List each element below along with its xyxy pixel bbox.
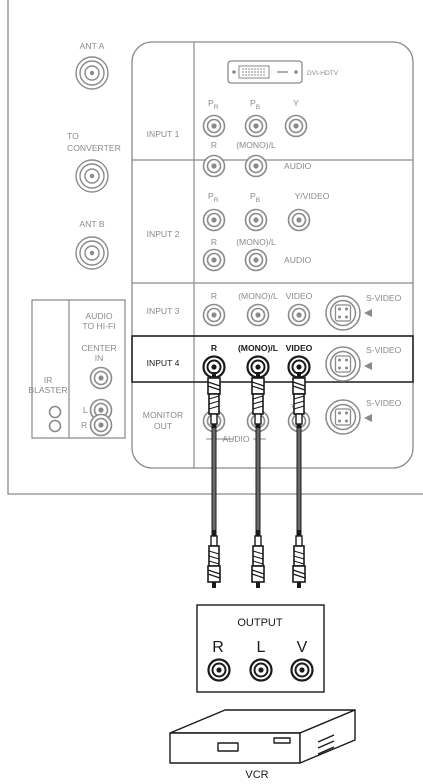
input-2-pr-jack bbox=[202, 208, 226, 232]
input-1-pr-label: PR bbox=[208, 98, 219, 111]
audio-hifi-label-2: TO HI-FI bbox=[82, 321, 115, 331]
input-1-l-label: (MONO)/L bbox=[236, 140, 276, 150]
input-2-pr-label: PR bbox=[208, 191, 219, 204]
input-4-svideo-jack bbox=[325, 346, 361, 382]
ir-blaster-jack-2 bbox=[48, 419, 62, 433]
input-2-r-jack bbox=[202, 248, 226, 272]
input-1-r-label: R bbox=[211, 140, 217, 150]
input-1-label: INPUT 1 bbox=[147, 129, 180, 139]
input-4-video-label: VIDEO bbox=[286, 343, 313, 353]
audio-hifi-label-1: AUDIO bbox=[85, 311, 113, 321]
hifi-ir-box bbox=[31, 299, 126, 439]
input-4-svideo-arrow bbox=[364, 362, 372, 370]
input-3-svideo-jack bbox=[325, 295, 361, 331]
center-in-label-1: CENTER bbox=[81, 343, 116, 353]
vcr-r-label: R bbox=[212, 639, 224, 656]
monitor-out-label-1: MONITOR bbox=[143, 410, 183, 420]
ir-blaster-label-2: BLASTER bbox=[28, 385, 67, 395]
center-in-label-2: IN bbox=[95, 353, 104, 363]
ant-a-label: ANT A bbox=[80, 41, 105, 51]
monitor-out-svideo-jack bbox=[325, 399, 361, 435]
input-3-l-label: (MONO)/L bbox=[238, 291, 278, 301]
input-2-pb-label: PB bbox=[250, 191, 261, 204]
input-2-r-label: R bbox=[211, 237, 217, 247]
to-converter-coax-jack bbox=[75, 159, 109, 193]
input-3-video-jack bbox=[287, 303, 311, 327]
ant-b-coax-jack bbox=[75, 236, 109, 270]
monitor-out-svideo-label: S-VIDEO bbox=[366, 398, 402, 408]
vcr-l-label: L bbox=[257, 639, 266, 656]
input-3-video-label: VIDEO bbox=[286, 291, 313, 301]
monitor-out-audio-label: AUDIO bbox=[222, 434, 250, 444]
input-4-r-label: R bbox=[211, 343, 218, 353]
to-converter-label-1: TO bbox=[67, 131, 79, 141]
cable-l bbox=[251, 371, 265, 589]
input-1-pb-jack bbox=[244, 114, 268, 138]
input-1-audio-label: AUDIO bbox=[284, 161, 312, 171]
cable-video bbox=[292, 371, 306, 589]
vcr-device-icon bbox=[169, 709, 356, 764]
input-1-y-jack bbox=[284, 114, 308, 138]
tv-rear-panel bbox=[7, 0, 423, 495]
input-2-l-jack bbox=[244, 248, 268, 272]
dvi-label: DVI-HDTV bbox=[307, 70, 339, 77]
input-1-y-label: Y bbox=[293, 98, 299, 108]
to-converter-label-2: CONVERTER bbox=[67, 143, 121, 153]
ir-blaster-jack-1 bbox=[48, 405, 62, 419]
input-4-highlight bbox=[131, 335, 414, 383]
cable-r bbox=[207, 371, 221, 589]
ant-b-label: ANT B bbox=[79, 219, 104, 229]
input-3-r-label: R bbox=[211, 291, 217, 301]
input-1-pb-label: PB bbox=[250, 98, 261, 111]
input-1-pr-jack bbox=[202, 114, 226, 138]
input-2-pb-jack bbox=[244, 208, 268, 232]
hifi-r-jack bbox=[89, 413, 113, 437]
monitor-out-label-2: OUT bbox=[154, 421, 173, 431]
input-2-audio-label: AUDIO bbox=[284, 255, 312, 265]
hifi-r-label: R bbox=[81, 420, 87, 430]
input-1-r-jack bbox=[202, 154, 226, 178]
input-2-y-label: Y/VIDEO bbox=[295, 191, 330, 201]
vcr-v-jack bbox=[290, 658, 314, 682]
vcr-label: VCR bbox=[245, 769, 268, 781]
vcr-v-label: V bbox=[297, 639, 308, 656]
input-2-y-jack bbox=[287, 208, 311, 232]
input-4-svideo-label: S-VIDEO bbox=[366, 345, 402, 355]
monitor-out-svideo-arrow bbox=[364, 414, 372, 422]
input-4-l-label: (MONO)/L bbox=[238, 343, 278, 353]
dvi-connector bbox=[227, 60, 303, 84]
ir-blaster-label-1: IR bbox=[44, 375, 53, 385]
vcr-r-jack bbox=[207, 658, 231, 682]
input-2-label: INPUT 2 bbox=[147, 229, 180, 239]
center-in-jack bbox=[89, 366, 113, 390]
input-3-svideo-arrow bbox=[364, 309, 372, 317]
vcr-output-label: OUTPUT bbox=[237, 617, 283, 629]
hifi-l-label: L bbox=[83, 405, 88, 415]
input-1-l-jack bbox=[244, 154, 268, 178]
input-3-r-jack bbox=[202, 303, 226, 327]
vcr-l-jack bbox=[249, 658, 273, 682]
ant-a-coax-jack bbox=[75, 56, 109, 90]
input-3-label: INPUT 3 bbox=[147, 306, 180, 316]
input-2-l-label: (MONO)/L bbox=[236, 237, 276, 247]
input-3-l-jack bbox=[246, 303, 270, 327]
input-3-svideo-label: S-VIDEO bbox=[366, 293, 402, 303]
input-4-label: INPUT 4 bbox=[147, 358, 180, 368]
